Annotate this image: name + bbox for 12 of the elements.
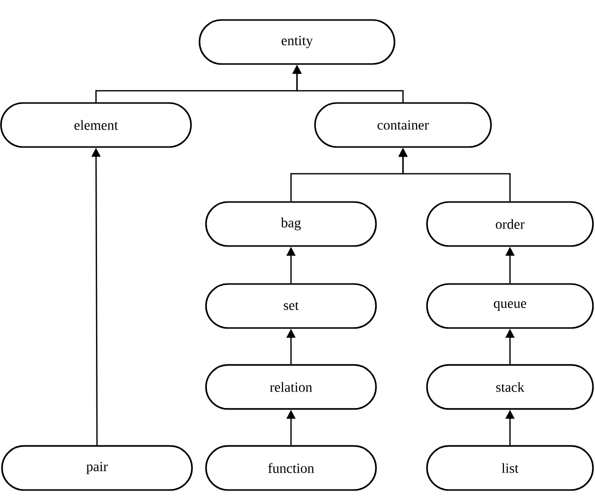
rounded-node: stack	[426, 364, 594, 410]
rounded-node: order	[426, 201, 594, 247]
rounded-node: list	[426, 445, 594, 491]
rounded-node: pair	[1, 445, 193, 491]
rounded-node: entity	[198, 19, 396, 65]
rounded-node: set	[205, 283, 377, 329]
rounded-node: element	[0, 102, 192, 148]
rounded-node: bag	[205, 201, 377, 247]
rounded-node: container	[314, 102, 492, 148]
rounded-node: queue	[426, 283, 594, 329]
rounded-node: relation	[205, 364, 377, 410]
rounded-node: function	[205, 445, 377, 491]
